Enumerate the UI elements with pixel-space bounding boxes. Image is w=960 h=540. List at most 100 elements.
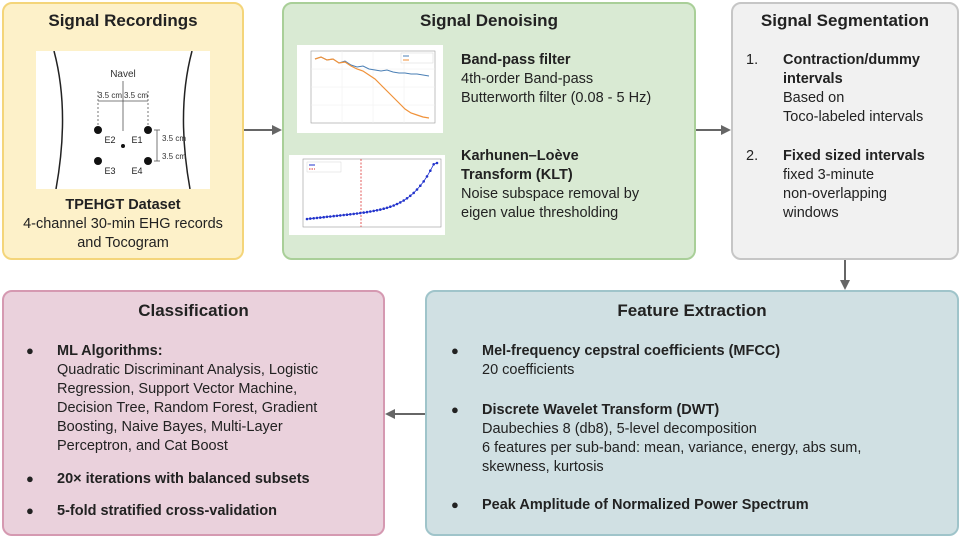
- signal-recordings-box: Signal Recordings Navel 3.5 cm 3.5 cm E2…: [2, 2, 244, 260]
- navel-point: [121, 144, 125, 148]
- eigenvalue-point: [415, 188, 419, 191]
- bandpass-line1: 4th-order Band-pass: [461, 71, 594, 87]
- eigenvalue-point: [339, 214, 342, 217]
- seg-item-2-body-line2: non-overlapping: [783, 186, 887, 202]
- eigenvalue-point: [342, 213, 345, 217]
- klt-line1: Noise subspace removal by: [461, 186, 640, 202]
- eigenvalue-point: [355, 212, 359, 215]
- denoising-title: Signal Denoising: [420, 11, 558, 30]
- ml-line-1: Quadratic Discriminant Analysis, Logisti…: [57, 362, 319, 378]
- e4-label: E4: [131, 166, 142, 176]
- ml-line-2: Regression, Support Vector Machine,: [57, 381, 298, 397]
- eigenvalue-point: [369, 210, 372, 213]
- classification-title: Classification: [138, 301, 249, 320]
- eigenvalue-point: [309, 217, 312, 220]
- signal-denoising-box: Signal Denoising Band-pass filter 4th-or…: [282, 2, 696, 260]
- dwt-heading: Discrete Wavelet Transform (DWT): [482, 402, 720, 418]
- cross-validation-item: 5-fold stratified cross-validation: [57, 503, 277, 519]
- eigenvalue-point: [379, 208, 382, 211]
- eigenvalue-point: [312, 217, 315, 220]
- eigenvalue-point: [325, 215, 329, 219]
- navel-label: Navel: [110, 69, 136, 80]
- eigenvalue-point: [412, 191, 415, 195]
- bullet-icon: ●: [451, 343, 459, 358]
- dist-v2-label: 3.5 cm: [162, 152, 186, 161]
- eigenvalue-point: [419, 184, 422, 187]
- bandpass-frequency-plot: [297, 45, 443, 133]
- eigenvalue-point: [409, 194, 412, 198]
- eigenvalue-point: [429, 169, 432, 172]
- seg-item-2-head-line1: Fixed sized intervals: [783, 148, 925, 164]
- bandpass-line2: Butterworth filter (0.08 - 5 Hz): [461, 90, 652, 106]
- eigenvalue-point: [362, 211, 365, 214]
- seg-item-1-head-line1: Contraction/dummy: [783, 52, 920, 68]
- peak-amplitude-item: Peak Amplitude of Normalized Power Spect…: [482, 497, 809, 513]
- eigenvalue-point: [422, 180, 425, 183]
- bullet-icon: ●: [26, 471, 34, 486]
- bandpass-plot-svg: [310, 50, 436, 124]
- eigenvalue-point: [329, 215, 332, 218]
- eigenvalue-point: [372, 209, 375, 213]
- dataset-desc-line1: 4-channel 30-min EHG records: [23, 216, 223, 232]
- klt-plot-svg: [302, 158, 442, 228]
- mfcc-body: 20 coefficients: [482, 362, 575, 378]
- eigenvalue-point: [375, 209, 379, 212]
- bandpass-heading: Band-pass filter: [461, 52, 571, 68]
- feature-extraction-box: Feature Extraction ● Mel-frequency cepst…: [425, 290, 959, 536]
- eigenvalue-point: [352, 212, 355, 216]
- iterations-item: 20× iterations with balanced subsets: [57, 471, 310, 487]
- dist-left-label: 3.5 cm: [98, 91, 122, 100]
- electrode-e4: [144, 157, 152, 165]
- eigenvalue-point: [382, 207, 385, 210]
- eigenvalue-point: [335, 214, 339, 218]
- klt-eigenvalue-plot: [289, 155, 445, 235]
- dwt-line-2: 6 features per sub-band: mean, variance,…: [482, 440, 862, 456]
- seg-item-1-body-line2: Toco-labeled intervals: [783, 109, 924, 125]
- eigenvalue-point: [405, 197, 409, 200]
- eigenvalue-point: [359, 211, 362, 215]
- ml-algorithms-heading: ML Algorithms:: [57, 343, 163, 359]
- bullet-icon: ●: [26, 503, 34, 518]
- bullet-icon: ●: [26, 343, 34, 358]
- electrode-placement-figure: Navel 3.5 cm 3.5 cm E2 E1 E3 E4 3.5 cm 3…: [36, 50, 210, 190]
- segmentation-title: Signal Segmentation: [760, 11, 930, 30]
- signal-segmentation-box: Signal Segmentation 1. Contraction/dummy…: [731, 2, 959, 260]
- eigenvalue-point: [365, 210, 369, 214]
- eigenvalue-point: [425, 175, 429, 178]
- dataset-name: TPEHGT Dataset: [65, 197, 181, 213]
- eigenvalue-point: [349, 213, 352, 216]
- dist-v1-label: 3.5 cm: [162, 134, 186, 143]
- eigenvalue-point: [399, 201, 402, 204]
- eigenvalue-point: [319, 216, 322, 219]
- electrode-e1: [144, 126, 152, 134]
- dwt-line-1: Daubechies 8 (db8), 5-level decompositio…: [482, 421, 757, 437]
- seg-item-1-body-line1: Based on: [783, 90, 845, 106]
- eigenvalue-point: [395, 202, 399, 206]
- dist-right-label: 3.5 cm: [124, 91, 148, 100]
- seg-item-1-head-line2: intervals: [783, 71, 843, 87]
- eigenvalue-point: [322, 215, 325, 219]
- klt-line2: eigen value thresholding: [461, 205, 619, 221]
- seg-item-2-number: 2.: [746, 148, 759, 164]
- abdomen-electrode-diagram: Navel 3.5 cm 3.5 cm E2 E1 E3 E4 3.5 cm 3…: [53, 50, 193, 190]
- ml-line-4: Boosting, Naive Bayes, Multi-Layer: [57, 419, 283, 435]
- dataset-desc-line2: and Tocogram: [77, 235, 169, 251]
- features-title: Feature Extraction: [617, 301, 767, 320]
- eigenvalue-point: [432, 163, 435, 166]
- eigenvalue-point: [345, 213, 349, 216]
- mfcc-heading: Mel-frequency cepstral coefficients (MFC…: [482, 343, 781, 359]
- electrode-e3: [94, 157, 102, 165]
- e1-label: E1: [131, 135, 142, 145]
- seg-item-2-body-line3: windows: [783, 205, 839, 221]
- dwt-line-3: skewness, kurtosis: [482, 459, 604, 475]
- ml-line-3: Decision Tree, Random Forest, Gradient: [57, 400, 318, 416]
- eigenvalue-point: [332, 214, 335, 218]
- klt-heading-line2: Transform (KLT): [461, 167, 573, 183]
- eigenvalue-point: [402, 199, 405, 202]
- eigenvalue-point: [389, 205, 392, 208]
- seg-item-1-number: 1.: [746, 52, 759, 68]
- ml-line-5: Perceptron, and Cat Boost: [57, 438, 228, 454]
- eigenvalue-point: [385, 206, 389, 210]
- eigenvalue-point: [305, 217, 309, 221]
